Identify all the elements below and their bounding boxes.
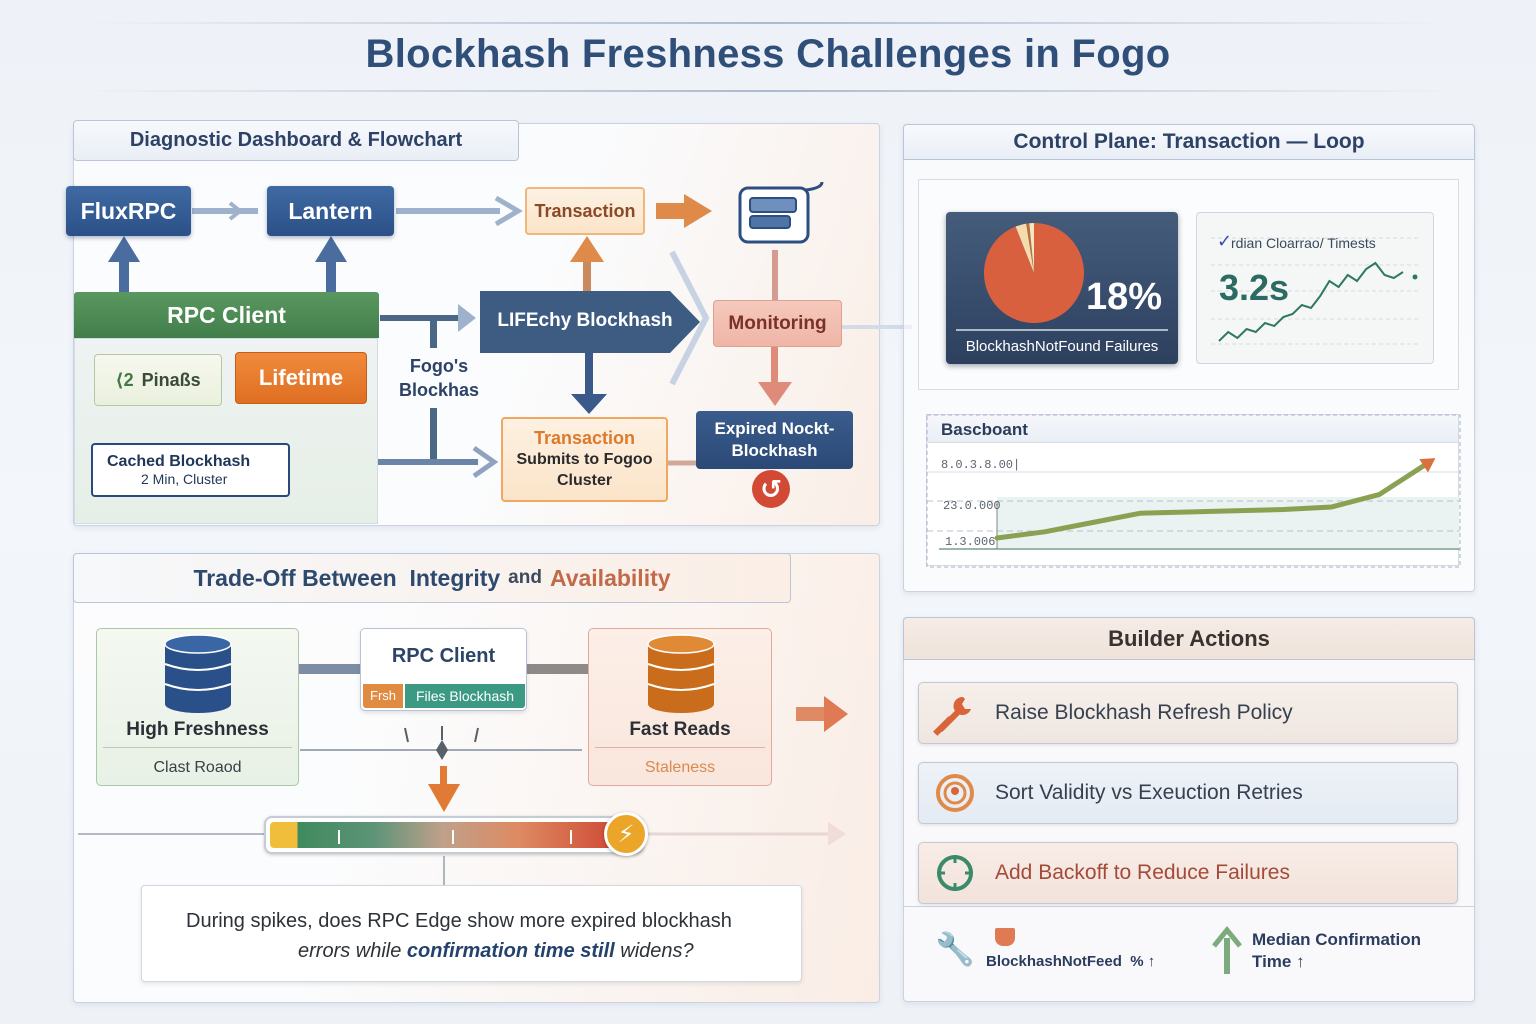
fogos-blockhash-label: Fogo's Blockhas bbox=[398, 356, 480, 400]
title-rule-top bbox=[80, 22, 1456, 24]
footer-metric-blockhash: BlockhashNotFeed % ↑ bbox=[986, 953, 1156, 970]
question-line-2-end: widens? bbox=[614, 940, 694, 962]
flowchart-heading: Diagnostic Dashboard & Flowchart bbox=[73, 120, 519, 161]
fast-reads-card[interactable]: Fast Reads Staleness bbox=[588, 628, 772, 786]
cached-blockhash-title: Cached Blockhash bbox=[107, 453, 251, 470]
confirmation-label: rdian Cloarrao/ Timests bbox=[1231, 235, 1376, 251]
action-raise-refresh-policy-label: Raise Blockhash Refresh Policy bbox=[995, 701, 1293, 724]
confirmation-value: 3.2s bbox=[1219, 267, 1290, 308]
footer-shield-icon bbox=[995, 928, 1015, 946]
high-freshness-sub: Clast Roaod bbox=[153, 759, 242, 776]
database-orange-icon bbox=[647, 634, 715, 713]
node-fluxrpc[interactable]: FluxRPC bbox=[66, 186, 191, 236]
tag-files-blockhash: Files Blockhash bbox=[405, 684, 525, 708]
tag-fresh: Frsh bbox=[363, 684, 403, 708]
error-refresh-icon: ↺ bbox=[752, 470, 790, 508]
fetch-blockhash-label: LIFEchy Blockhash bbox=[497, 310, 673, 331]
baseline-chart-title: Bascboant bbox=[941, 420, 1028, 439]
lightning-bolt-icon[interactable]: ⚡ bbox=[604, 812, 648, 856]
confirmation-sparkline bbox=[1211, 237, 1421, 345]
failures-card: 18% BlockhashNotFound Failures bbox=[946, 212, 1178, 364]
transaction-submit-sub: Submits to Fogoo Cluster bbox=[516, 451, 653, 489]
fast-reads-sub: Staleness bbox=[644, 759, 716, 776]
pie-slice-minor-2 bbox=[1026, 223, 1034, 273]
tradeoff-slider[interactable] bbox=[264, 816, 644, 854]
tradeoff-heading-integrity: Trade-Off Between Integrity bbox=[193, 564, 501, 591]
baseline-series-line bbox=[994, 461, 1430, 541]
baseline-chart: Bascboant 8.0.3.8.00| 23.0.000 1.3.006 bbox=[926, 414, 1461, 568]
high-freshness-title: High Freshness bbox=[126, 719, 269, 740]
builder-footer-divider bbox=[903, 906, 1475, 907]
server-monitor-icon bbox=[738, 181, 824, 246]
baseline-ytick-0: 8.0.3.8.00| bbox=[941, 458, 1020, 472]
question-card: During spikes, does RPC Edge show more e… bbox=[141, 885, 802, 982]
question-emphasis: confirmation time still bbox=[406, 940, 615, 962]
node-transaction[interactable]: Transaction bbox=[525, 187, 645, 235]
confirmation-sparkline-line bbox=[1218, 261, 1404, 342]
node-transaction-submit[interactable]: Transaction Submits to Fogoo Cluster bbox=[501, 417, 668, 502]
target-ring-icon bbox=[933, 771, 977, 815]
footer-metric-confirmation-line1: Median Confirmation bbox=[1252, 930, 1422, 949]
baseline-arrowhead bbox=[1419, 458, 1436, 473]
database-blue-icon bbox=[164, 634, 232, 713]
action-add-backoff[interactable]: Add Backoff to Reduce Failures bbox=[918, 842, 1458, 904]
action-sort-validity-label: Sort Validity vs Exeuction Retries bbox=[995, 781, 1303, 804]
fast-reads-divider bbox=[595, 747, 765, 748]
confirmation-sparkline-dot bbox=[1412, 274, 1418, 280]
node-fetch-blockhash[interactable]: LIFEchy Blockhash bbox=[480, 291, 700, 353]
builder-actions-heading: Builder Actions bbox=[903, 617, 1475, 660]
node-pinaes[interactable]: ⟨2 Pinaßs bbox=[94, 354, 222, 406]
pie-slice-minor-3 bbox=[1029, 223, 1034, 273]
slider-tick-1 bbox=[338, 830, 340, 844]
crosshair-icon bbox=[933, 851, 977, 895]
baseline-chart-plot: 8.0.3.8.00| 23.0.000 1.3.006 bbox=[926, 414, 1461, 568]
cached-blockhash-sub: 2 Min, Cluster bbox=[141, 471, 228, 487]
high-freshness-divider bbox=[103, 747, 292, 748]
node-monitoring[interactable]: Monitoring bbox=[713, 300, 842, 347]
slider-gradient-track bbox=[270, 822, 616, 848]
control-plane-heading: Control Plane: Transaction — Loop bbox=[903, 124, 1475, 160]
node-rpc-client[interactable]: RPC Client bbox=[74, 292, 379, 338]
node-cached-blockhash[interactable]: Cached Blockhash 2 Min, Cluster bbox=[91, 443, 290, 497]
footer-wrench-icon: 🔧 bbox=[935, 931, 975, 967]
title-rule-bottom bbox=[80, 90, 1456, 92]
wrench-icon bbox=[933, 691, 977, 736]
tradeoff-heading: Trade-Off Between Integrity and Availabi… bbox=[73, 553, 791, 603]
failures-value: 18% bbox=[1086, 276, 1163, 318]
tradeoff-rpc-client-title: RPC Client bbox=[391, 645, 496, 667]
question-line-2: errors while confirmation time still wid… bbox=[298, 940, 694, 963]
slider-tick-3 bbox=[570, 830, 572, 844]
failures-pie bbox=[956, 223, 1168, 331]
page-title: Blockhash Freshness Challenges in Fogo bbox=[365, 32, 1171, 76]
action-raise-refresh-policy[interactable]: Raise Blockhash Refresh Policy bbox=[918, 682, 1458, 744]
confirmation-card: ✓ rdian Cloarrao/ Timests 3.2s bbox=[1196, 212, 1434, 364]
slider-tick-2 bbox=[452, 830, 454, 844]
pinaes-label: Pinaßs bbox=[141, 369, 201, 390]
node-lantern[interactable]: Lantern bbox=[267, 186, 394, 236]
question-line-1: During spikes, does RPC Edge show more e… bbox=[186, 910, 732, 932]
pinaes-icon: ⟨2 bbox=[115, 369, 134, 390]
tradeoff-heading-availability: Availability bbox=[549, 564, 671, 591]
action-sort-validity[interactable]: Sort Validity vs Exeuction Retries bbox=[918, 762, 1458, 824]
node-expired-blockhash[interactable]: Expired Nockt-Blockhash bbox=[696, 411, 853, 469]
footer-up-arrow-icon bbox=[1212, 926, 1242, 976]
tradeoff-heading-and: and bbox=[508, 567, 542, 588]
baseline-ytick-1: 23.0.000 bbox=[943, 499, 1001, 513]
transaction-submit-title: Transaction bbox=[533, 428, 636, 448]
question-line-2-start: errors while bbox=[298, 940, 407, 962]
failures-label: BlockhashNotFound Failures bbox=[965, 338, 1159, 355]
confirmation-check-icon: ✓ bbox=[1217, 231, 1233, 251]
pie-slice-minor-1 bbox=[1015, 223, 1034, 273]
tradeoff-rpc-client[interactable]: RPC Client Frsh Files Blockhash bbox=[360, 628, 527, 711]
baseline-ytick-2: 1.3.006 bbox=[945, 535, 995, 549]
fast-reads-title: Fast Reads bbox=[629, 719, 731, 740]
action-add-backoff-label: Add Backoff to Reduce Failures bbox=[995, 861, 1290, 884]
node-lifetime[interactable]: Lifetime bbox=[235, 352, 367, 404]
footer-metric-confirmation-line2: Time ↑ bbox=[1252, 952, 1305, 971]
baseline-chart-header bbox=[927, 415, 1458, 443]
high-freshness-card[interactable]: High Freshness Clast Roaod bbox=[96, 628, 299, 786]
